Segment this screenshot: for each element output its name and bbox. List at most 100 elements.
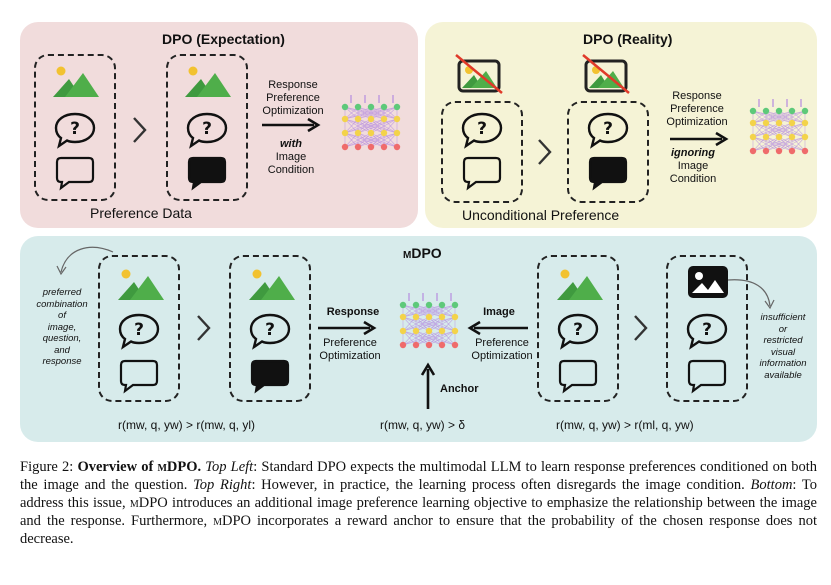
caption-fig: Figure 2:	[20, 459, 78, 475]
chosen-response-icon	[558, 359, 598, 394]
network-node	[393, 103, 401, 111]
label-line: Optimization	[666, 116, 728, 128]
network-edge	[402, 304, 443, 318]
caption-title-end: .	[197, 459, 206, 475]
network-node	[354, 103, 362, 111]
network-node	[749, 147, 757, 155]
anchor-inequality: r(mw, q, yw) > δ	[380, 418, 466, 432]
network-node	[367, 103, 375, 111]
arrow-right	[262, 117, 321, 133]
label-line: Optimization	[262, 105, 324, 117]
network-edge	[402, 316, 430, 332]
network-edge	[344, 132, 385, 148]
network-edge	[344, 106, 385, 120]
network-edge	[752, 110, 793, 124]
network-node	[451, 341, 459, 349]
network-node	[775, 119, 783, 127]
network-node	[438, 313, 446, 321]
network-edge	[370, 106, 398, 120]
network-node	[762, 107, 770, 115]
svg-text:?: ?	[134, 320, 144, 340]
caption-top-right: Top Right	[193, 477, 252, 493]
rejected-sample-box	[666, 255, 748, 402]
preference-data-label: Preference Data	[90, 205, 192, 221]
note-line: information	[759, 358, 807, 369]
question-icon: ?	[686, 313, 728, 350]
network-edge	[752, 136, 793, 152]
svg-text:?: ?	[573, 320, 583, 340]
network-edge	[344, 132, 398, 148]
response-preference-optimization-label: Response Preference Optimization	[256, 79, 330, 118]
network-edge	[402, 330, 430, 346]
network-edge	[344, 118, 385, 134]
network-edge	[428, 304, 456, 318]
network-edge	[402, 330, 443, 346]
chosen-sample-box	[537, 255, 619, 402]
chosen-response-icon	[687, 359, 727, 394]
rejected-response-icon	[187, 156, 227, 191]
network-node	[762, 119, 770, 127]
caption-method: mDPO	[213, 513, 252, 529]
network-node	[393, 129, 401, 137]
label-line: Anchor	[440, 383, 479, 395]
svg-text:?: ?	[202, 119, 212, 139]
label-line: Image	[483, 306, 515, 318]
network-node	[367, 129, 375, 137]
question-icon: ?	[118, 313, 160, 350]
chosen-sample-box	[441, 101, 523, 203]
image-condition-label: with Image Condition	[256, 138, 326, 177]
label-line: Response	[268, 79, 318, 91]
mdpo-image-sub-label: Preference Optimization	[462, 337, 542, 363]
svg-text:?: ?	[603, 119, 613, 139]
note-line: and	[54, 344, 70, 356]
network-node	[438, 301, 446, 309]
network-edge	[752, 122, 793, 138]
network-edge	[344, 106, 372, 120]
network-edge	[752, 110, 806, 124]
svg-text:?: ?	[265, 320, 275, 340]
svg-text:?: ?	[477, 119, 487, 139]
network-node	[367, 115, 375, 123]
label-line: Preference	[323, 337, 377, 349]
caption-bottom: Bottom	[750, 477, 793, 493]
network-node	[412, 341, 420, 349]
network-node	[801, 133, 809, 141]
chevron-right-icon	[538, 139, 552, 165]
svg-text:?: ?	[70, 119, 80, 139]
mdpo-title: mDPO	[403, 245, 442, 261]
network-edge	[778, 110, 806, 124]
network-edge	[344, 132, 372, 148]
chosen-response-icon	[462, 156, 502, 191]
network-edge	[402, 304, 430, 318]
mdpo-image-label: Image	[466, 306, 532, 319]
network-edge	[344, 118, 398, 134]
caption-text: : However, in practice, the learning pro…	[251, 477, 751, 493]
network-node	[438, 341, 446, 349]
mdpo-response-label: Response	[314, 306, 392, 319]
label-line: Response	[326, 306, 380, 318]
caption-text: : Standard DPO expects the multimodal LL…	[20, 459, 818, 493]
network-edge	[402, 330, 456, 346]
caption-text: incorporates a reward anchor to ensure t…	[20, 513, 817, 547]
network-edge	[357, 118, 398, 134]
caption-text: introduces an additional image preferenc…	[20, 495, 817, 529]
network-edge	[428, 330, 456, 346]
label-line: Condition	[669, 173, 717, 185]
network-node	[775, 133, 783, 141]
network-node	[399, 313, 407, 321]
network-node	[367, 143, 375, 151]
network-node	[425, 313, 433, 321]
network-edge	[752, 122, 780, 138]
question-icon: ?	[249, 313, 291, 350]
question-icon: ?	[461, 112, 503, 149]
network-edge	[778, 122, 806, 138]
network-node	[451, 301, 459, 309]
question-icon: ?	[54, 112, 96, 149]
network-node	[788, 147, 796, 155]
dpo-expectation-title: DPO (Expectation)	[162, 31, 285, 47]
network-edge	[415, 304, 456, 318]
response-arrow	[318, 320, 377, 336]
network-node	[354, 143, 362, 151]
network-node	[393, 143, 401, 151]
network-node	[425, 341, 433, 349]
